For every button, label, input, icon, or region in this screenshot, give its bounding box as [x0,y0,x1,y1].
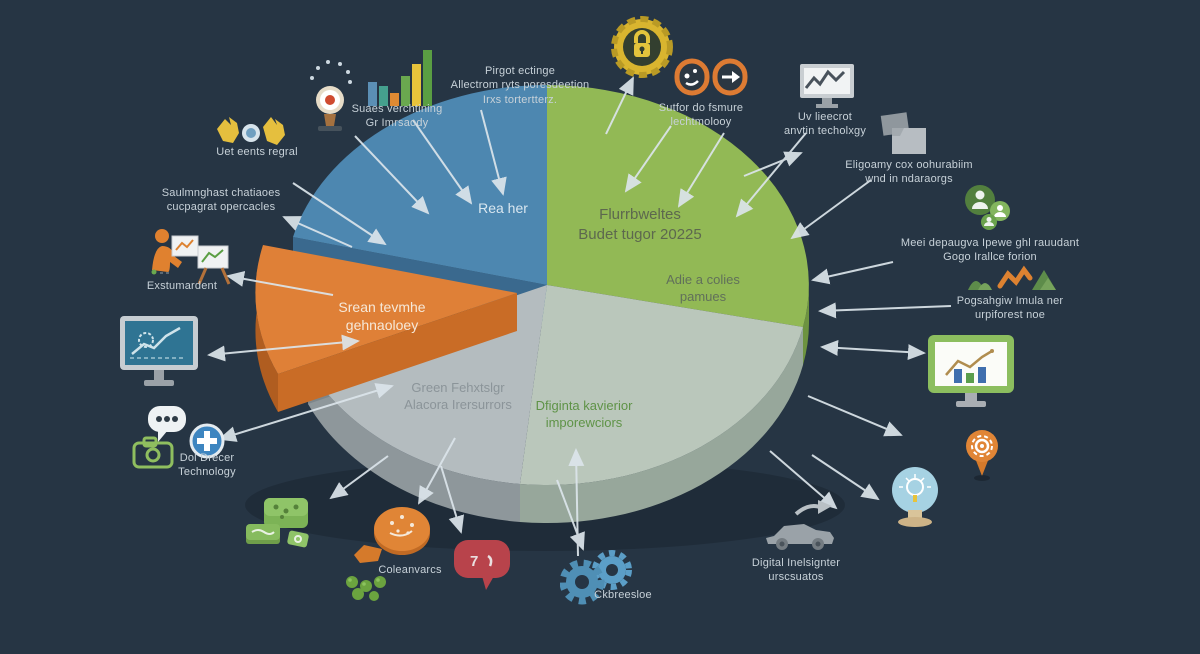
pie-cutface-orange [278,293,517,412]
people-group-icon [962,184,1016,239]
callout-line: Dol Drecer [179,452,235,464]
callout-line: Ckbreesloe [594,589,652,601]
pie-side-gray [308,366,520,522]
callout-left-tech: Dol Drecer Technology [178,451,236,480]
gears-icon [559,548,638,611]
idea-lightbulb-icon [306,56,354,141]
pie-label-green-title: Flurrbweltes Budet tugor 20225 [578,205,701,244]
pie-label-gray: Green Fehxtslgr Alacora Irersurrors [404,380,512,414]
callout-car: Digital Inelsignter urscsuatos [752,556,840,585]
pie-label-line: imporewciors [545,414,623,430]
mountains-icon [966,262,1058,299]
pie-side-pale [520,327,803,524]
callout-line: Pogsahgiw Imula ner [956,295,1064,307]
callout-whiteboard: Uv lieecrot anvtin techolxgy [784,110,866,139]
speech-dots-icon [146,404,188,449]
callout-line: Suaes verchtining [351,103,443,115]
arrow-group [207,76,952,557]
plus-circle-icon [188,422,226,465]
callout-environment: Exstumardent [147,279,217,293]
svg-text:7: 7 [470,553,478,570]
callout-line: urscsuatos [768,571,824,584]
callout-line: lechtmolooy [670,116,732,129]
pie-label-green-sub: Adie a colies pamues [666,272,740,306]
callout-line: urpiforest noe [974,309,1046,322]
callout-line: Technology [178,466,236,479]
callout-supplier: Sutfor do fsmure lechtmolooy [659,101,744,130]
dots-circle-icon [674,58,710,101]
green-monitor-icon [926,333,1016,414]
pie-slice-pale [520,285,803,486]
arrow-circle-icon [712,58,748,101]
camera-icon [132,436,174,475]
callout-line: Exstumardent [146,280,218,292]
callout-line: Uet eents regral [216,146,298,158]
pie-slice-green [547,85,809,327]
pie-side-orange [255,265,278,412]
callout-line: Coleanvarcs [378,564,442,576]
callout-line: Gogo Irallce forion [943,251,1037,264]
pie-label-blue: Rea her [478,199,528,217]
callout-line: Sutfor do fsmure [658,102,744,114]
magnifier-paddle-icon [350,503,434,576]
whiteboard-chart-icon [798,62,856,115]
callout-people: Meei depaugva Ipewe ghl rauudant Gogo Ir… [901,236,1079,265]
pie-side-green [803,285,809,365]
callout-gears: Ckbreesloe [594,588,652,602]
callout-line: Uv lieecrot [797,111,853,123]
callout-line: Gr Imrsaody [365,117,429,130]
speech-bubble-red-icon: 7 [452,536,514,599]
callout-sales: Suaes verchtining Gr Imrsaody [352,102,443,131]
callout-challenges: Saulmnghast chatiaoes cucpagrat opercacl… [162,186,281,215]
callout-line: wnd in ndaraorgs [865,173,953,186]
folders-icon [876,110,934,167]
pie-label-line: Rea her [478,200,528,216]
callout-line: Pirgot ectinge [484,65,556,77]
pie-label-line: Adie a colies [666,272,740,287]
car-icon [760,498,840,561]
callout-line: Eligoamy cox oohurabiim [845,159,973,171]
pie-slice-blue [293,85,547,285]
pie-label-line: Green Fehxtslgr [411,380,505,395]
callout-line: Digital Inelsignter [751,557,841,569]
callout-line: Saulmnghast chatiaoes [161,187,281,199]
callout-partners: Eligoamy cox oohurabiim wnd in ndaraorgs [845,158,973,187]
green-blocks-icon [244,494,328,561]
callout-mountains: Pogsahgiw Imula ner urpiforest noe [957,294,1064,323]
pie-label-line: pamues [679,288,727,304]
monitor-chart-icon [118,314,204,397]
gear-pin-icon [961,428,1003,487]
presenter-easel-icon [146,226,246,293]
pie-label-line: Alacora Irersurrors [404,396,512,412]
callout-line: cucpagrat opercacles [166,201,276,214]
pie-label-line: Flurrbweltes [599,206,681,223]
bar-chart-icon [366,44,436,115]
pie-label-line: Srean tevmhe [338,299,426,315]
berries-icon [342,572,398,607]
lightbulb-sketch-icon [886,464,944,549]
pie-label-orange: Srean tevmhe gehnaoloey [338,298,425,334]
pie-label-line: Dfiginta kavierior [535,398,633,413]
callout-user-events: Uet eents regral [216,145,297,159]
callout-line: anvtin techolxgy [783,125,867,138]
callout-collaborators: Coleanvarcs [378,563,441,577]
callout-target: Pirgot ectinge Allectrom ryts poresdeeti… [451,64,590,107]
pie-label-line: gehnaoloey [345,317,419,334]
callout-line: Irxs tortertterz. [482,93,558,106]
torn-paper-icon [215,113,287,158]
callout-line: Meei depaugva Ipewe ghl rauudant [900,237,1080,249]
callout-line: Allectrom ryts poresdeetion [450,79,590,92]
pie-label-pale: Dfiginta kavierior imporewciors [536,398,633,432]
pie-label-line: Budet tugor 20225 [578,225,702,243]
security-badge-icon [610,14,674,85]
